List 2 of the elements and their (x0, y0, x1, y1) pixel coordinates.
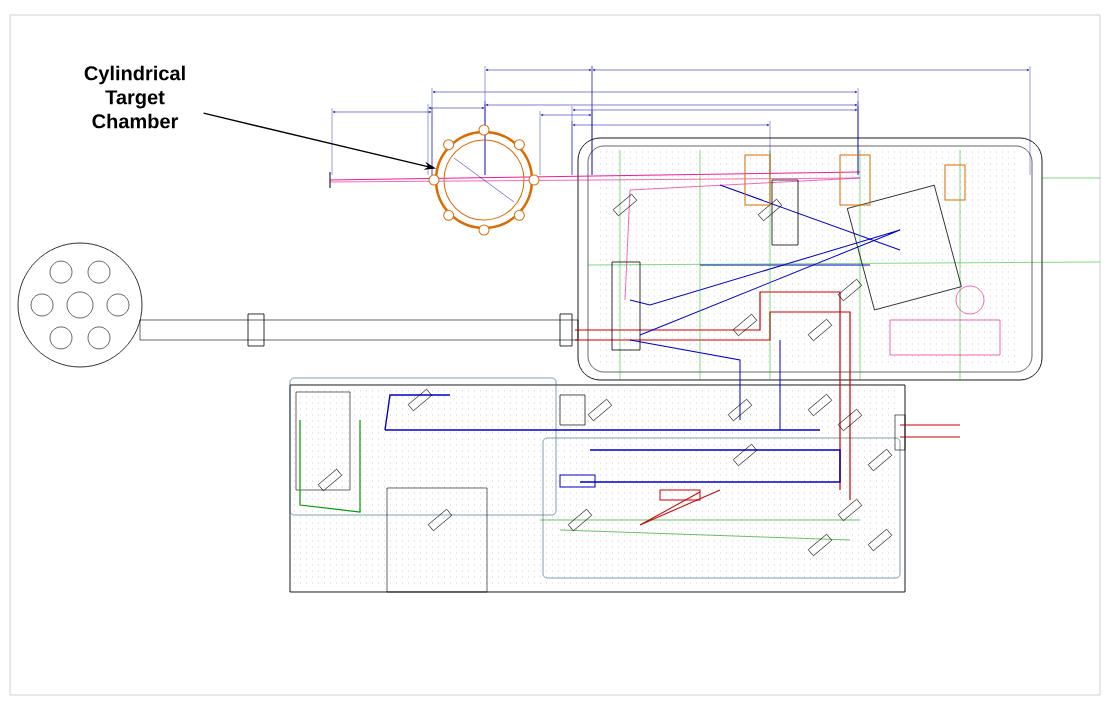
heading-text: Cylindrical Target Chamber (84, 65, 185, 129)
target-chamber-drawing (428, 124, 540, 236)
